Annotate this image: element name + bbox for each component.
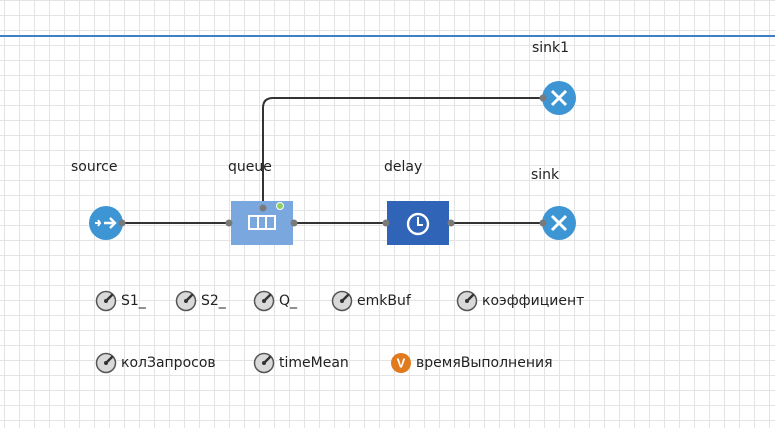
parameter-s2[interactable]: S2_ — [175, 289, 226, 313]
queue-block[interactable] — [225, 201, 298, 245]
queue-label: queue — [228, 159, 272, 175]
connector-queue-sink1[interactable] — [262, 97, 540, 207]
sink1-label: sink1 — [532, 40, 570, 56]
variable-label: времяВыполнения — [416, 355, 553, 371]
parameter-icon — [175, 290, 197, 312]
parameter-q[interactable]: Q_ — [253, 289, 297, 313]
source-icon — [95, 217, 117, 229]
parameter-label: колЗапросов — [121, 355, 216, 371]
parameter-icon — [253, 352, 275, 374]
parameter-label: S2_ — [201, 293, 226, 309]
sink1-in-port[interactable] — [539, 94, 547, 102]
close-x-icon — [550, 89, 568, 107]
parameter-label: Q_ — [279, 293, 298, 309]
parameter-icon — [456, 290, 478, 312]
sink1-block[interactable] — [539, 81, 577, 115]
parameter-label: emkBuf — [357, 293, 411, 309]
delay-out-port[interactable] — [447, 219, 455, 227]
sink-label: sink — [531, 167, 560, 183]
delay-in-port[interactable] — [382, 219, 390, 227]
top-divider-line — [0, 35, 775, 37]
queue-icon — [248, 215, 276, 230]
delay-label: delay — [384, 159, 423, 175]
queue-status-indicator — [276, 202, 284, 210]
parameter-emkbuf[interactable]: emkBuf — [331, 289, 411, 313]
parameter-icon — [95, 352, 117, 374]
clock-icon — [406, 212, 430, 236]
source-label: source — [71, 159, 118, 175]
sink-block[interactable] — [539, 206, 577, 240]
parameter-kolzaprosov[interactable]: колЗапросов — [95, 351, 216, 375]
variable-icon: V — [391, 353, 411, 373]
parameter-icon — [95, 290, 117, 312]
parameter-label: S1_ — [121, 293, 146, 309]
parameter-icon — [253, 290, 275, 312]
queue-timeout-port[interactable] — [259, 204, 267, 212]
parameter-label: коэффициент — [482, 293, 585, 309]
variable-vremyavypolneniya[interactable]: V времяВыполнения — [390, 351, 553, 375]
source-block[interactable] — [89, 206, 126, 240]
queue-out-port[interactable] — [290, 219, 298, 227]
close-x-icon — [550, 214, 568, 232]
parameter-s1[interactable]: S1_ — [95, 289, 146, 313]
sink-in-port[interactable] — [539, 219, 547, 227]
svg-text:V: V — [397, 356, 406, 371]
queue-in-port[interactable] — [225, 219, 233, 227]
parameter-timemean[interactable]: timeMean — [253, 351, 349, 375]
parameter-icon — [331, 290, 353, 312]
delay-block[interactable] — [382, 201, 455, 245]
parameter-label: timeMean — [279, 355, 349, 371]
parameter-koefficient[interactable]: коэффициент — [456, 289, 584, 313]
source-out-port[interactable] — [118, 219, 126, 227]
